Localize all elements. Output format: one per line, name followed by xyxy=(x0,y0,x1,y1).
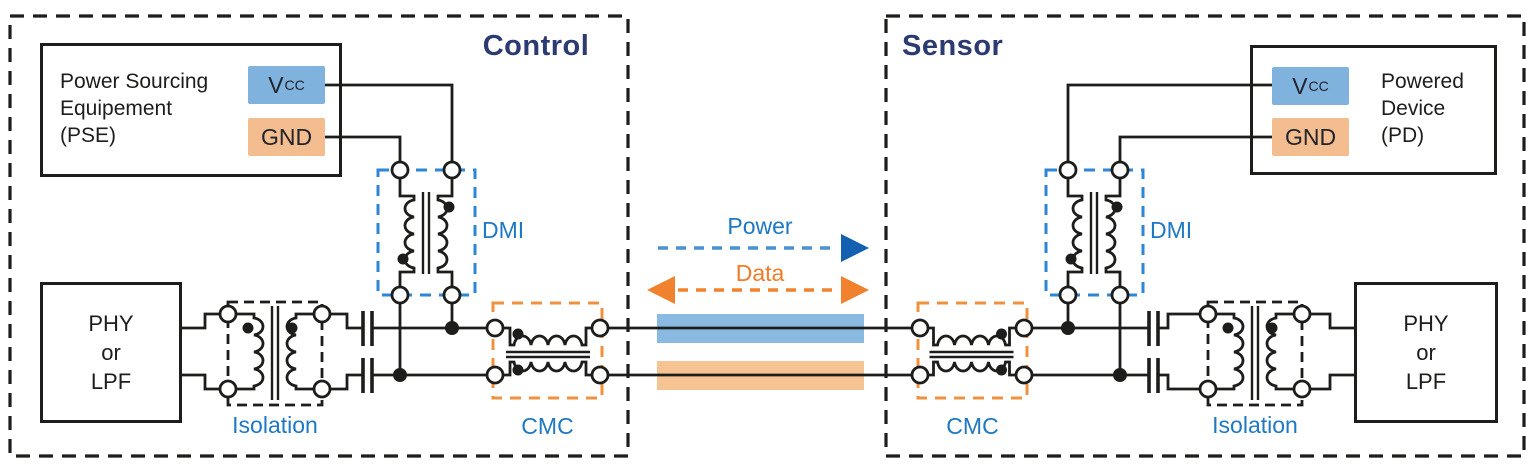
dmi-label-control: DMI xyxy=(482,217,525,243)
dc-blocking-capacitors xyxy=(361,311,1160,393)
terminal-circles xyxy=(218,160,1312,399)
cmc-box-control xyxy=(491,301,604,400)
pd-label: Powered Device (PD) xyxy=(1381,70,1464,147)
cmc-choke-control xyxy=(495,326,600,377)
phy-box-control: PHY or LPF xyxy=(40,282,182,423)
control-region-border xyxy=(8,14,630,458)
isolation-label-control: Isolation xyxy=(232,412,318,438)
dmi-label-sensor: DMI xyxy=(1150,217,1193,243)
cmc-choke-sensor xyxy=(919,326,1025,377)
wiring xyxy=(182,83,1354,391)
gnd-badge-control: GND xyxy=(248,118,325,156)
control-region-title: Control xyxy=(482,30,590,62)
isolation-box-sensor xyxy=(1206,300,1304,407)
cmc-label-sensor: CMC xyxy=(946,413,999,439)
isolation-box-control xyxy=(226,300,324,407)
data-flow-label: Data xyxy=(735,260,785,286)
sensor-region-border xyxy=(884,14,1526,458)
dmi-transformer-sensor xyxy=(1065,178,1123,287)
power-flow-label: Power xyxy=(727,213,793,239)
junction-dots xyxy=(393,321,1127,382)
dmi-box-sensor xyxy=(1044,168,1145,297)
dmi-box-control xyxy=(376,168,477,297)
pse-label: Power Sourcing Equipement (PSE) xyxy=(60,70,209,147)
isolation-transformer-control xyxy=(228,306,322,400)
gnd-badge-sensor: GND xyxy=(1272,118,1349,156)
sensor-region-title: Sensor xyxy=(902,30,1004,62)
phy-box-sensor: PHY or LPF xyxy=(1354,282,1498,423)
isolation-label-sensor: Isolation xyxy=(1212,412,1298,438)
dmi-transformer-control xyxy=(397,178,455,287)
isolation-transformer-sensor xyxy=(1208,306,1302,400)
data-arrow xyxy=(647,276,869,304)
cmc-box-sensor xyxy=(916,301,1029,400)
power-arrow xyxy=(658,234,869,262)
cmc-label-control: CMC xyxy=(521,413,574,439)
